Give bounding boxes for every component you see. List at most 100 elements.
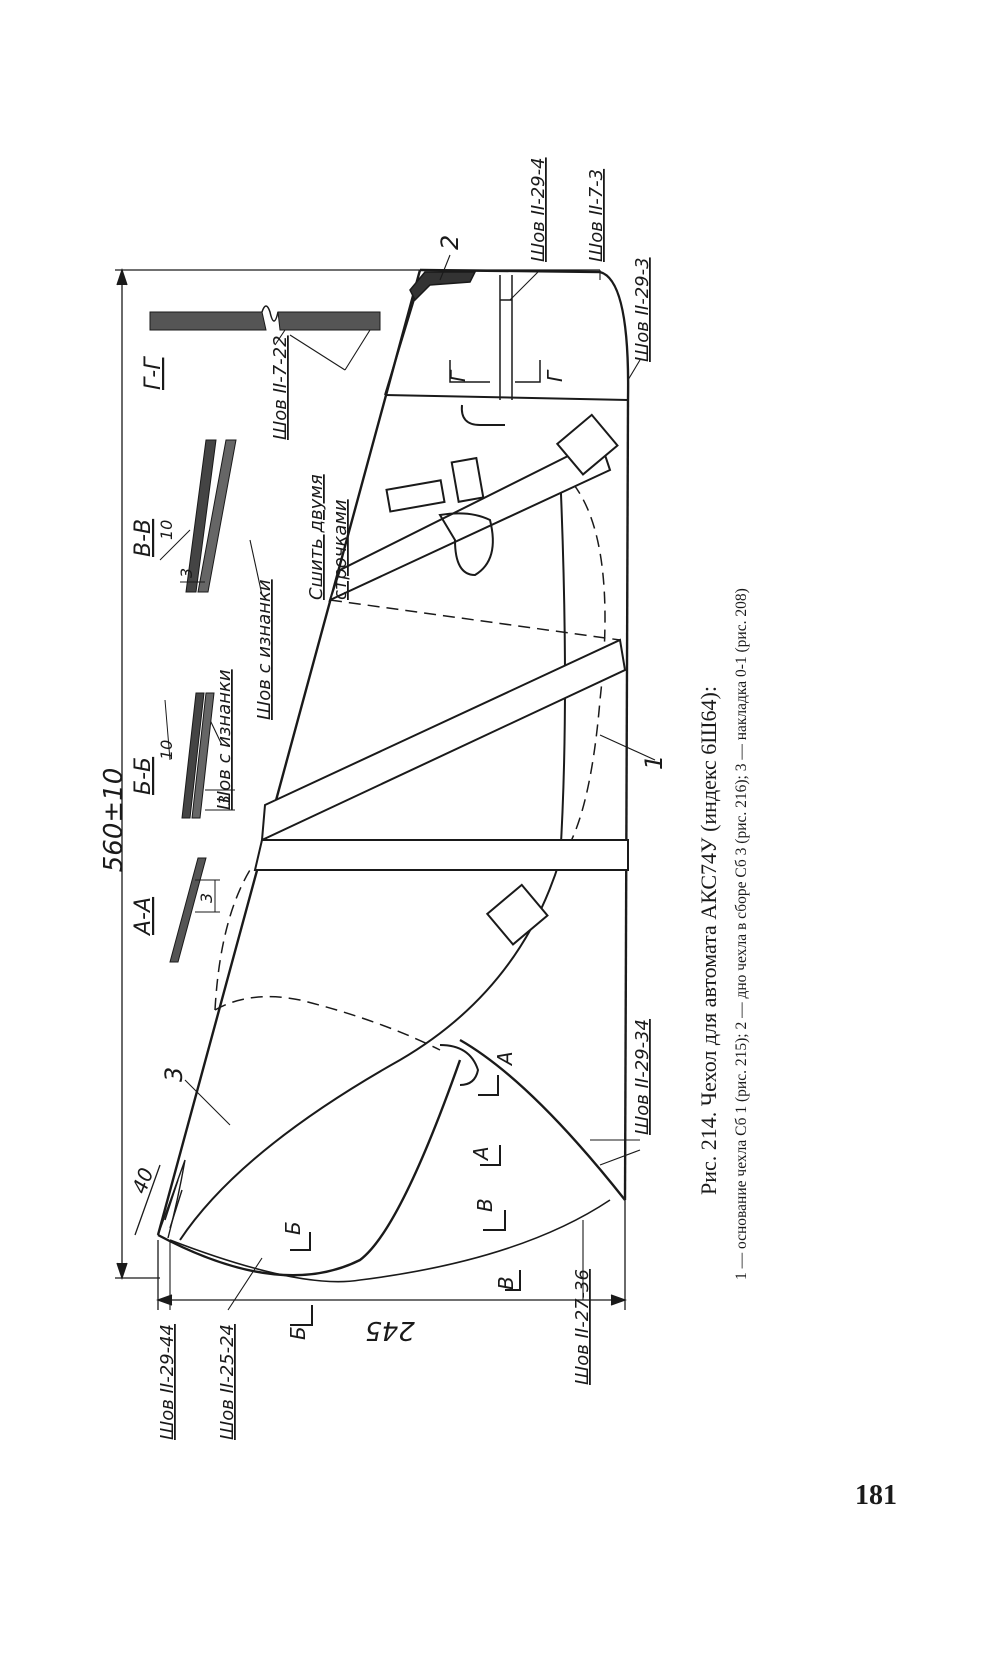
seam-inner-label-2: Шов с изнанки bbox=[254, 579, 275, 720]
dim-flap-line bbox=[134, 1164, 161, 1236]
straps bbox=[253, 413, 629, 946]
outline-upper-edge bbox=[156, 269, 422, 1236]
gg-fold bbox=[261, 305, 279, 322]
dim-vv-3: 3 bbox=[177, 568, 196, 578]
bb-dim bbox=[164, 699, 235, 811]
section-markers bbox=[290, 1075, 521, 1326]
buckle-tongue bbox=[450, 456, 485, 503]
part2-bottom bbox=[409, 271, 477, 302]
vv-dim bbox=[159, 529, 205, 583]
loop-top bbox=[460, 404, 505, 426]
loops bbox=[439, 404, 505, 1086]
vv-layer-1 bbox=[185, 439, 217, 593]
dashed-arc bbox=[559, 469, 606, 861]
outline-top-end bbox=[419, 268, 630, 401]
section-aa-detail bbox=[169, 857, 220, 963]
section-aa-label: А-А bbox=[131, 897, 156, 937]
section-g-arrow-1 bbox=[449, 360, 490, 383]
dimension-lines bbox=[115, 267, 627, 1310]
dim-length-label: 560±10 bbox=[99, 768, 129, 873]
strap-lower bbox=[253, 839, 629, 871]
section-b-mark-top: Б bbox=[281, 1221, 305, 1235]
section-a-mark-left: А bbox=[469, 1146, 493, 1162]
dim-flap-label: 40 bbox=[127, 1165, 158, 1197]
leader-inner-1 bbox=[209, 719, 223, 746]
bb-layer-1 bbox=[181, 692, 205, 819]
seam-double-label-a: Сшить двумя bbox=[306, 474, 327, 600]
section-gg-label: Г-Г bbox=[141, 356, 166, 390]
seam-29-3-label: Шов II-29-3 bbox=[632, 257, 653, 362]
marker-a-right bbox=[478, 1075, 499, 1096]
leader-3 bbox=[184, 1079, 231, 1126]
strap-tab-top bbox=[555, 413, 619, 476]
gg-layer-left bbox=[149, 311, 267, 331]
dim-height-arrow-left bbox=[156, 1294, 173, 1306]
part3-dashed bbox=[214, 469, 621, 1051]
buckle bbox=[385, 456, 494, 577]
section-bb-detail bbox=[164, 692, 235, 819]
vv-layer-2 bbox=[197, 439, 237, 593]
leader-s29-34-b bbox=[599, 1149, 641, 1166]
outline-lower-curve bbox=[157, 1059, 462, 1277]
dim-length-arrow-top bbox=[116, 267, 128, 286]
loop-bottom bbox=[439, 1044, 480, 1086]
corner-flap bbox=[157, 1159, 186, 1239]
section-b-mark-bottom: Б bbox=[286, 1326, 310, 1340]
marker-v-top bbox=[483, 1210, 506, 1231]
strap-upper bbox=[328, 438, 612, 602]
outline-bottom-curve bbox=[459, 1038, 626, 1201]
dashed-left bbox=[214, 869, 251, 1011]
marker-a-left bbox=[480, 1145, 501, 1166]
leader-s29-3 bbox=[627, 359, 641, 381]
leader-s25-24 bbox=[227, 1257, 263, 1311]
aa-layer bbox=[169, 857, 207, 963]
section-vv-label: В-В bbox=[131, 519, 156, 557]
flap-outline bbox=[157, 1159, 186, 1239]
page-number: 181 bbox=[855, 1480, 897, 1511]
seam-25-24-label: Шов II-25-24 bbox=[217, 1324, 238, 1440]
bb-layer-2 bbox=[191, 692, 215, 819]
labels: 560±10 245 40 А-А Б-Б В-В Г-Г 10 10 3 3 … bbox=[99, 157, 750, 1440]
section-g-mark-left: Г bbox=[446, 369, 470, 382]
seam-29-34-label: Шов II-29-34 bbox=[632, 1019, 653, 1135]
dim-bb-3: 3 bbox=[215, 795, 234, 805]
leader-double-2 bbox=[344, 329, 371, 371]
flap-hatch-1 bbox=[164, 1179, 179, 1221]
section-g-mark-right: Г bbox=[543, 369, 567, 382]
dim-bb-10: 10 bbox=[157, 740, 176, 760]
dim-height-arrow-right bbox=[610, 1294, 627, 1306]
section-gg-detail bbox=[149, 305, 381, 331]
seam-inner-label-1: Шов с изнанки bbox=[214, 669, 235, 810]
buckle-bar bbox=[385, 479, 446, 513]
section-vv-detail bbox=[159, 439, 237, 593]
leader-s7-22 bbox=[274, 329, 286, 346]
aa-dim bbox=[195, 879, 220, 913]
outline-inner-curve bbox=[169, 1199, 611, 1283]
leader-double-1 bbox=[289, 334, 346, 371]
dim-vv-10: 10 bbox=[157, 520, 176, 540]
seam-double-label-b: строчками bbox=[330, 499, 351, 600]
dim-length-arrow-bottom bbox=[116, 1262, 128, 1281]
caption-line2: 1 — основание чехла Сб 1 (рис. 215); 2 —… bbox=[733, 588, 750, 1280]
gg-layer-right bbox=[277, 311, 381, 331]
part-2-label: 2 bbox=[436, 235, 464, 250]
dim-height-label: 245 bbox=[365, 1315, 415, 1345]
caption-title: Рис. 214. Чехол для автомата АКС74У (инд… bbox=[696, 686, 721, 1195]
seam-29-44-label: Шов II-29-44 bbox=[157, 1324, 178, 1440]
outline-right-edge bbox=[623, 399, 630, 1201]
seam-7-22-label: Шов II-7-22 bbox=[270, 335, 291, 440]
strap-middle bbox=[260, 638, 627, 842]
marker-v-bottom bbox=[505, 1270, 521, 1291]
section-bb-label: Б-Б bbox=[131, 757, 156, 795]
seam-27-36-label: Шов II-27-36 bbox=[572, 1269, 593, 1385]
outline-pocket bbox=[384, 394, 629, 401]
part2-fill bbox=[409, 271, 477, 302]
leader-1 bbox=[599, 734, 656, 761]
leader-inner-2 bbox=[249, 539, 263, 596]
section-g-arrow-2 bbox=[515, 360, 541, 383]
seam-7-3-label: Шов II-7-3 bbox=[586, 169, 607, 262]
section-v-mark-bottom: В bbox=[494, 1276, 518, 1290]
seam-29-4-label: Шов II-29-4 bbox=[528, 157, 549, 262]
